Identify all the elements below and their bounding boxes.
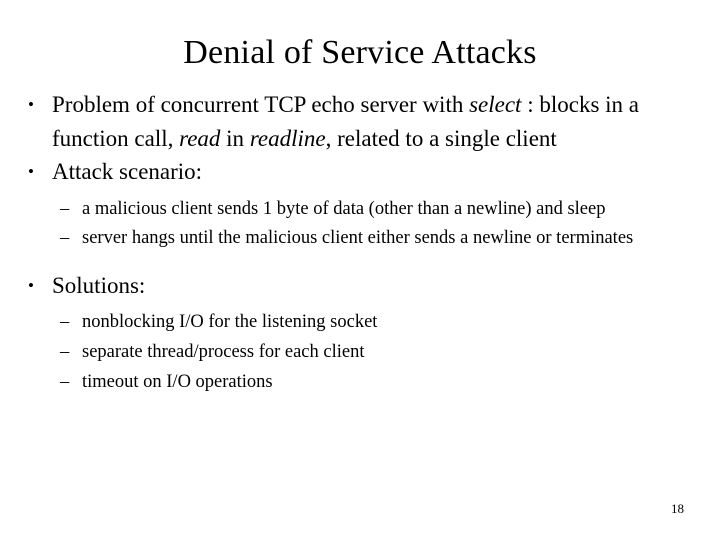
dash-marker-icon: – — [60, 342, 70, 362]
subbullet-nonblocking-io: – nonblocking I/O for the listening sock… — [0, 311, 720, 333]
seg-1-select: select — [469, 92, 522, 117]
slide-title: Denial of Service Attacks — [183, 34, 537, 71]
subbullet-timeout-text: timeout on I/O operations — [82, 372, 273, 392]
dash-marker-icon: – — [60, 372, 70, 392]
bullet-problem-text: Problem of concurrent TCP echo server wi… — [52, 88, 720, 155]
subbullet-malicious-client: – a malicious client sends 1 byte of dat… — [0, 198, 720, 220]
dash-marker-icon: – — [60, 227, 70, 248]
bullet-marker-icon: • — [28, 275, 34, 295]
slide-body: • Problem of concurrent TCP echo server … — [0, 88, 720, 393]
seg-3-read: read — [179, 125, 221, 151]
subbullet-timeout: – timeout on I/O operations — [0, 371, 720, 393]
subbullet-malicious-client-text: a malicious client sends 1 byte of data … — [82, 198, 606, 219]
seg-0: Problem of concurrent TCP echo server wi… — [52, 92, 470, 117]
bullet-attack-scenario-text: Attack scenario: — [52, 159, 203, 184]
bullet-solutions-text: Solutions: — [52, 272, 146, 298]
seg-5-readline: readline — [249, 125, 326, 151]
subbullet-server-hangs-text: server hangs until the malicious client … — [82, 227, 634, 248]
bullet-solutions: • Solutions: — [0, 269, 720, 303]
subbullet-server-hangs: – server hangs until the malicious clien… — [0, 227, 720, 249]
bullet-problem: • Problem of concurrent TCP echo server … — [0, 88, 720, 155]
subbullet-separate-thread-text: separate thread/process for each client — [82, 342, 365, 362]
subbullet-nonblocking-io-text: nonblocking I/O for the listening socket — [82, 312, 378, 332]
bullet-attack-scenario: • Attack scenario: — [0, 155, 720, 189]
seg-6: , related to a single client — [325, 125, 557, 151]
dash-marker-icon: – — [60, 312, 70, 332]
seg-2: : blocks in a function call, — [52, 92, 639, 151]
bullet-marker-icon: • — [28, 95, 34, 114]
subbullet-separate-thread: – separate thread/process for each clien… — [0, 341, 720, 363]
bullet-marker-icon: • — [28, 162, 34, 181]
seg-4: in — [220, 125, 250, 151]
dash-marker-icon: – — [60, 198, 70, 219]
page-number: 18 — [671, 501, 684, 516]
